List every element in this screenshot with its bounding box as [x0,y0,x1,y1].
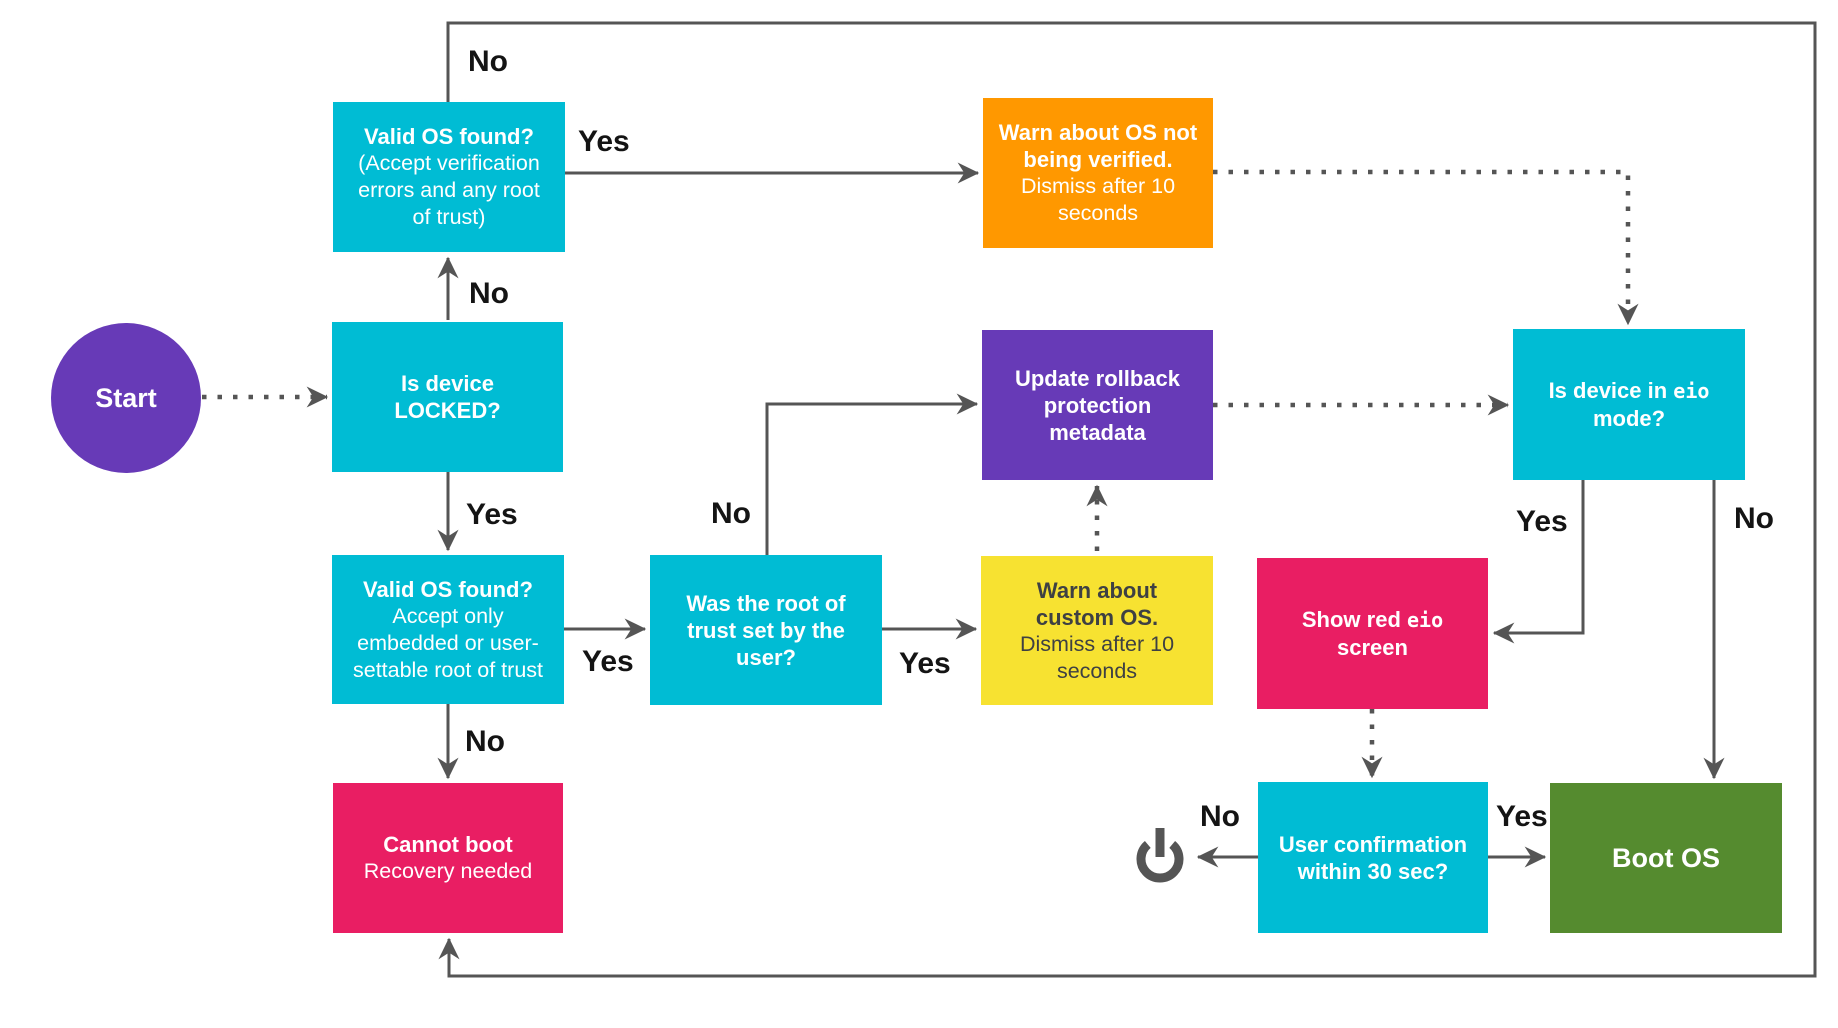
node-warn-custom-os: Warn about custom OS. Dismiss after 10 s… [981,556,1213,705]
node-start-label: Start [95,383,157,413]
edge-label-eio-no: No [1734,502,1774,535]
node-title: Is device in eio mode? [1527,377,1731,432]
edge-label-valid-emb-yes: Yes [582,645,634,678]
power-icon [1136,828,1184,883]
edge-label-confirm-no: No [1200,800,1240,833]
node-title-pre: Show red [1301,607,1407,632]
node-title: Warn about OS not being verified. [998,120,1198,172]
node-title-pre: Is device in [1548,378,1674,403]
node-warn-not-verified: Warn about OS not being verified. Dismis… [983,98,1213,248]
edge-label-locked-no: No [469,277,509,310]
edge-label-eio-yes: Yes [1516,505,1568,538]
node-start: Start [51,323,201,473]
node-title-code: eio [1407,608,1444,632]
node-title: Cannot boot [383,832,513,857]
edge-label-valid-emb-no: No [465,725,505,758]
node-title: Boot OS [1612,843,1720,873]
edge-label-valid-any-yes: Yes [578,125,630,158]
edge-label-valid-any-no: No [468,45,508,78]
node-cannot-boot: Cannot boot Recovery needed [333,783,563,933]
edge-label-locked-yes: Yes [466,498,518,531]
node-title-post: screen [1337,635,1408,660]
node-is-device-eio-mode: Is device in eio mode? [1513,329,1745,480]
node-is-device-locked: Is device LOCKED? [332,322,563,472]
edge-eio-yes [1492,480,1585,644]
node-title: Was the root of trust set by the user? [686,590,846,670]
node-show-red-eio-screen: Show red eio screen [1257,558,1488,709]
node-title: Warn about custom OS. [1035,577,1159,630]
node-valid-os-embedded-root: Valid OS found? Accept only embedded or … [332,555,564,704]
node-title-code: eio [1673,379,1710,403]
node-user-confirmation: User confirmation within 30 sec? [1258,782,1488,933]
node-subtitle: Accept only embedded or user-settable ro… [352,603,543,682]
node-update-rollback-metadata: Update rollback protection metadata [982,330,1213,480]
node-root-of-trust-user: Was the root of trust set by the user? [650,555,882,705]
edge-root-no [765,393,979,555]
node-title: Valid OS found? [364,124,534,149]
node-title: User confirmation within 30 sec? [1278,831,1468,884]
node-title: Valid OS found? [363,576,533,602]
node-subtitle: Dismiss after 10 seconds [1020,174,1176,225]
node-title-post: mode? [1592,406,1666,431]
node-title: Show red eio screen [1271,606,1474,661]
node-boot-os: Boot OS [1550,783,1782,933]
edge-warn-to-eio-dotted [1213,169,1639,326]
edge-label-confirm-yes: Yes [1496,800,1548,833]
node-valid-os-any-root: Valid OS found? (Accept verification err… [333,102,565,252]
edge-label-root-no: No [711,497,751,530]
node-subtitle: Dismiss after 10 seconds [1019,631,1175,683]
node-subtitle: Recovery needed [363,859,533,883]
edge-label-root-yes: Yes [899,647,951,680]
node-title: Update rollback protection metadata [1014,365,1181,445]
edge-valid-any-no-loop [438,21,1817,978]
node-subtitle: (Accept verification errors and any root… [358,151,540,229]
node-title: Is device LOCKED? [394,371,501,423]
